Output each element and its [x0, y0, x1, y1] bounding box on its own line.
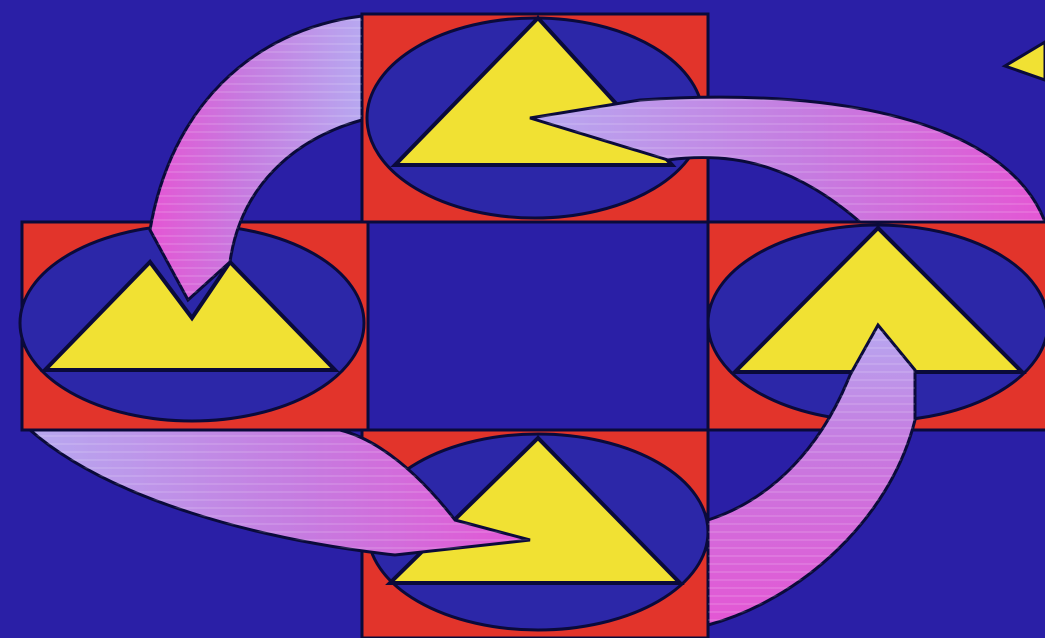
center-square [368, 222, 708, 430]
